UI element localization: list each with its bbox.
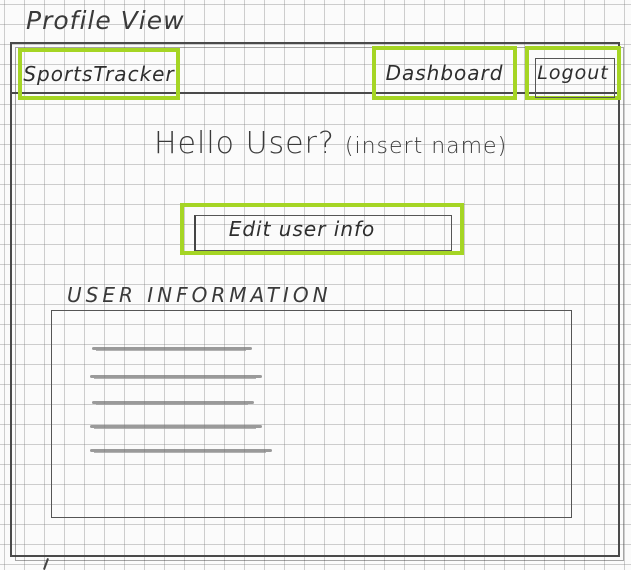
greeting: Hello User? (insert name) <box>154 126 507 161</box>
info-placeholder-line <box>92 401 254 405</box>
pen-stroke <box>43 558 49 570</box>
page-heading: Profile View <box>26 6 185 35</box>
greeting-hint: (insert name) <box>344 134 508 159</box>
brand-link[interactable]: SportsTracker <box>18 48 180 100</box>
nav-divider <box>12 92 618 94</box>
info-placeholder-line <box>92 347 252 351</box>
logout-button-outline <box>535 58 615 98</box>
greeting-text: Hello User? <box>154 126 335 161</box>
user-info-panel <box>51 310 572 518</box>
info-placeholder-line <box>90 425 262 429</box>
info-placeholder-line <box>90 449 272 453</box>
edit-user-info-button[interactable]: Edit user info <box>180 203 464 255</box>
brand-label: SportsTracker <box>23 62 175 86</box>
dashboard-label: Dashboard <box>385 61 504 85</box>
user-info-title: USER INFORMATION <box>67 283 332 307</box>
logout-label: Logout <box>537 62 609 84</box>
edit-button-outline <box>194 215 452 251</box>
logout-button[interactable]: Logout <box>525 46 621 100</box>
info-placeholder-line <box>90 375 262 379</box>
edit-button-label: Edit user info <box>228 217 376 241</box>
dashboard-link[interactable]: Dashboard <box>372 46 517 100</box>
